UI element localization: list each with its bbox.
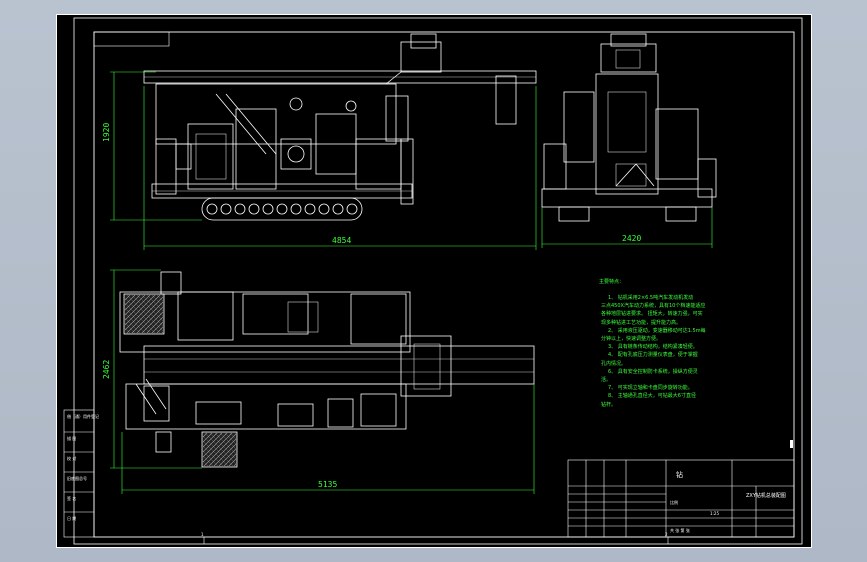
dim-top-width: 2462 bbox=[102, 359, 111, 379]
dim-side-height: 1920 bbox=[102, 122, 111, 142]
track-wheel bbox=[318, 203, 330, 215]
sheet-outer-border bbox=[56, 14, 812, 548]
track-wheel bbox=[346, 203, 358, 215]
title-main: 钻 bbox=[676, 471, 683, 479]
track-wheel bbox=[304, 203, 316, 215]
scale-label: 比例 bbox=[670, 500, 678, 505]
notes-heading: 主要特点： bbox=[599, 279, 625, 285]
drawing-canvas bbox=[56, 14, 812, 548]
track-wheel bbox=[248, 203, 260, 215]
note-line: 7、 可实现立轴和卡盘同步旋转功能。 bbox=[608, 385, 693, 392]
note-line: 3、 具有链条传动结构，结构紧凑轻便。 bbox=[608, 344, 698, 351]
note-line: 6、 具有安全控制防卡系统，操纵方便灵 bbox=[608, 368, 698, 375]
left-strip-cell: 校 对 bbox=[67, 456, 77, 461]
track-wheel bbox=[220, 203, 232, 215]
sheet-count: 共 张 第 张 bbox=[670, 528, 690, 533]
left-strip-cell: 日 期 bbox=[67, 516, 77, 521]
left-strip-table bbox=[63, 409, 95, 538]
dim-top-length: 5135 bbox=[318, 480, 338, 489]
frame-marker bbox=[790, 440, 793, 448]
sheet-inner-border bbox=[73, 17, 803, 545]
hatch-block-top bbox=[125, 295, 163, 333]
note-line: 2、 采用液压驱动，变速器移动可达1.5m每 bbox=[608, 327, 706, 334]
drawing-frame bbox=[93, 31, 795, 538]
note-line: 活。 bbox=[601, 377, 612, 383]
note-line: 孔内情况。 bbox=[601, 360, 627, 367]
left-strip-cell: 描 图 bbox=[67, 436, 77, 441]
note-line: 4、 配有孔底压力测量仪表盘，便于掌握 bbox=[608, 352, 698, 359]
left-strip-cell: 旧底图总号 bbox=[67, 476, 87, 481]
hatch-block-bottom bbox=[203, 433, 236, 466]
track-wheel bbox=[332, 203, 344, 215]
dim-front-width: 2420 bbox=[622, 234, 642, 243]
sheet-mark-1: 1 bbox=[201, 532, 204, 537]
front-view bbox=[541, 33, 717, 222]
track-wheel bbox=[206, 203, 218, 215]
track-wheel bbox=[276, 203, 288, 215]
note-line: 分钟以上，快速调整方便。 bbox=[601, 336, 662, 342]
drawing-name: ZXY钻机总装配图 bbox=[746, 493, 786, 499]
dim-side-length: 4854 bbox=[332, 236, 352, 245]
sheet-mark-2: 2 bbox=[665, 532, 668, 537]
top-left-label-box bbox=[93, 31, 170, 47]
note-line: 三点450X汽车动力系统，具有10个档速能适应 bbox=[601, 303, 706, 310]
note-line: 钻杆。 bbox=[601, 401, 617, 408]
sheet-scale: 1:25 bbox=[710, 511, 719, 516]
left-strip-cell: 签 名 bbox=[67, 496, 77, 501]
note-line: 8、 主轴通孔直径大，可钻最大6寸直径 bbox=[608, 393, 696, 400]
title-block bbox=[567, 459, 795, 538]
track-wheel bbox=[234, 203, 246, 215]
cad-drawing-viewport[interactable]: 1920 4854 2420 2462 5135 主要特点： 1、 钻机采用2×… bbox=[56, 14, 812, 548]
side-view bbox=[143, 33, 537, 221]
track-wheel bbox=[290, 203, 302, 215]
note-line: 现多种钻进工艺功能，提升能力高。 bbox=[601, 319, 682, 326]
note-line: 1、 钻机采用2×6.5吨汽车发动机发动 bbox=[608, 295, 694, 301]
top-view bbox=[119, 271, 535, 468]
dimension-lines bbox=[110, 71, 713, 494]
note-line: 各种地层钻进要求。 扭矩大，转速力强，可实 bbox=[601, 311, 703, 318]
track-wheel bbox=[262, 203, 274, 215]
left-strip-cell: 借（通）用件登记 bbox=[67, 414, 99, 419]
